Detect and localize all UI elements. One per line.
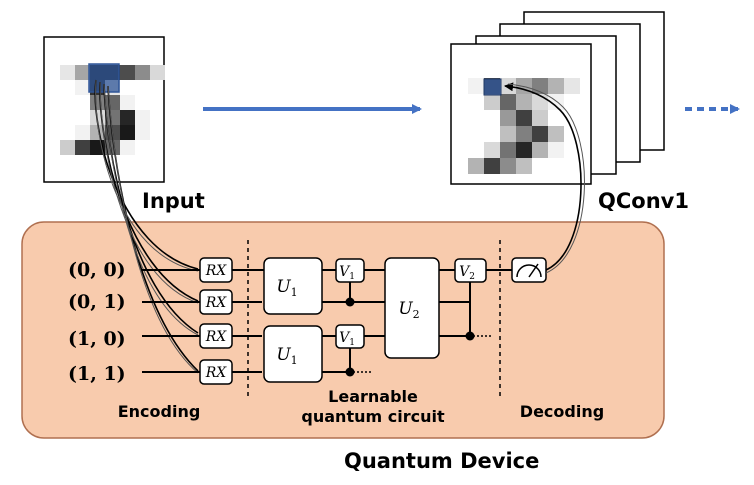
decoding-label: Decoding xyxy=(520,402,604,421)
feature-map-pixel xyxy=(532,126,548,142)
feature-map-pixel xyxy=(516,126,532,142)
qubit-label-3: (1, 1) xyxy=(68,363,126,385)
svg-text:RX: RX xyxy=(205,263,228,279)
feature-map-pixel xyxy=(516,142,532,158)
qubit-input-wires xyxy=(142,269,200,373)
feature-map-pixel xyxy=(532,110,548,126)
feature-map-pixel xyxy=(548,78,564,94)
input-label: Input xyxy=(142,189,205,213)
feature-map-pixel xyxy=(500,158,516,174)
qubit-label-0: (0, 0) xyxy=(68,259,126,281)
feature-map-pixel xyxy=(516,94,532,110)
feature-map-pixel xyxy=(500,126,516,142)
feature-map-stack xyxy=(450,11,665,185)
quantum-device-label: Quantum Device xyxy=(344,449,539,473)
feature-map-pixel xyxy=(500,94,516,110)
input-pixel xyxy=(120,140,135,155)
u2-gate: U2 xyxy=(384,257,440,359)
feature-map-pixel xyxy=(500,110,516,126)
input-pixel xyxy=(75,65,90,80)
rx-gate-2: RX xyxy=(199,323,233,349)
feature-map-pixel xyxy=(484,94,500,110)
input-pixel xyxy=(120,110,135,125)
u1-gate-bottom: U1 xyxy=(263,325,323,383)
feature-map-pixel xyxy=(532,142,548,158)
rx-gate-1: RX xyxy=(199,289,233,315)
section-dividers xyxy=(247,240,501,400)
input-pixel xyxy=(120,95,135,110)
input-pixel xyxy=(105,140,120,155)
svg-text:RX: RX xyxy=(205,365,228,381)
input-pixel xyxy=(150,65,165,80)
rx-gate-0: RX xyxy=(199,257,233,283)
output-highlight-pixel xyxy=(483,78,502,96)
u1-gate-top: U1 xyxy=(263,257,323,315)
rx-gate-3: RX xyxy=(199,359,233,385)
svg-text:U2: U2 xyxy=(398,299,419,321)
input-pixel xyxy=(135,65,150,80)
learnable-label-line1: Learnable xyxy=(328,387,418,406)
measurement-meter-icon xyxy=(511,257,547,283)
traced-out-wires xyxy=(353,301,492,373)
v1-gate-top: V1 xyxy=(335,258,365,307)
svg-text:V1: V1 xyxy=(339,330,355,348)
svg-text:RX: RX xyxy=(205,329,228,345)
feature-map-pixel xyxy=(484,158,500,174)
input-pixel xyxy=(105,110,120,125)
feature-map-pixel xyxy=(548,142,564,158)
input-pixel xyxy=(120,125,135,140)
encoding-wires xyxy=(94,79,199,374)
v1-gate-bottom: V1 xyxy=(335,324,365,377)
feature-map-pixel xyxy=(468,158,484,174)
decoding-wire xyxy=(504,82,585,274)
input-image xyxy=(43,36,165,183)
input-pixel xyxy=(60,140,75,155)
feature-map-pixel xyxy=(516,110,532,126)
input-pixel xyxy=(75,80,90,95)
svg-text:V1: V1 xyxy=(339,264,355,282)
svg-text:RX: RX xyxy=(205,295,228,311)
feature-map-pixel xyxy=(484,142,500,158)
input-pixel xyxy=(75,140,90,155)
svg-text:U1: U1 xyxy=(276,277,297,299)
input-pixel xyxy=(135,110,150,125)
qconv-label: QConv1 xyxy=(598,189,689,213)
svg-text:V2: V2 xyxy=(459,264,475,282)
qubit-label-1: (0, 1) xyxy=(68,291,126,313)
input-pixel xyxy=(120,65,135,80)
feature-map-pixel xyxy=(516,158,532,174)
feature-map-pixel xyxy=(564,78,580,94)
svg-text:U1: U1 xyxy=(276,345,297,367)
input-pixel xyxy=(60,65,75,80)
input-pixel xyxy=(90,125,105,140)
encoding-label: Encoding xyxy=(118,402,201,421)
input-pixel xyxy=(135,125,150,140)
qubit-label-2: (1, 0) xyxy=(68,328,126,350)
rx-gates: RX RX RX RX xyxy=(199,257,233,385)
feature-map-pixel xyxy=(468,78,484,94)
feature-map-pixel xyxy=(500,142,516,158)
input-pixel xyxy=(105,95,120,110)
learnable-label-line2: quantum circuit xyxy=(301,407,445,426)
input-pixel xyxy=(75,125,90,140)
qubit-labels: (0, 0) (0, 1) (1, 0) (1, 1) xyxy=(68,259,126,385)
feature-map-pixel xyxy=(548,126,564,142)
input-pixel xyxy=(90,95,105,110)
v2-gate: V2 xyxy=(454,258,487,341)
